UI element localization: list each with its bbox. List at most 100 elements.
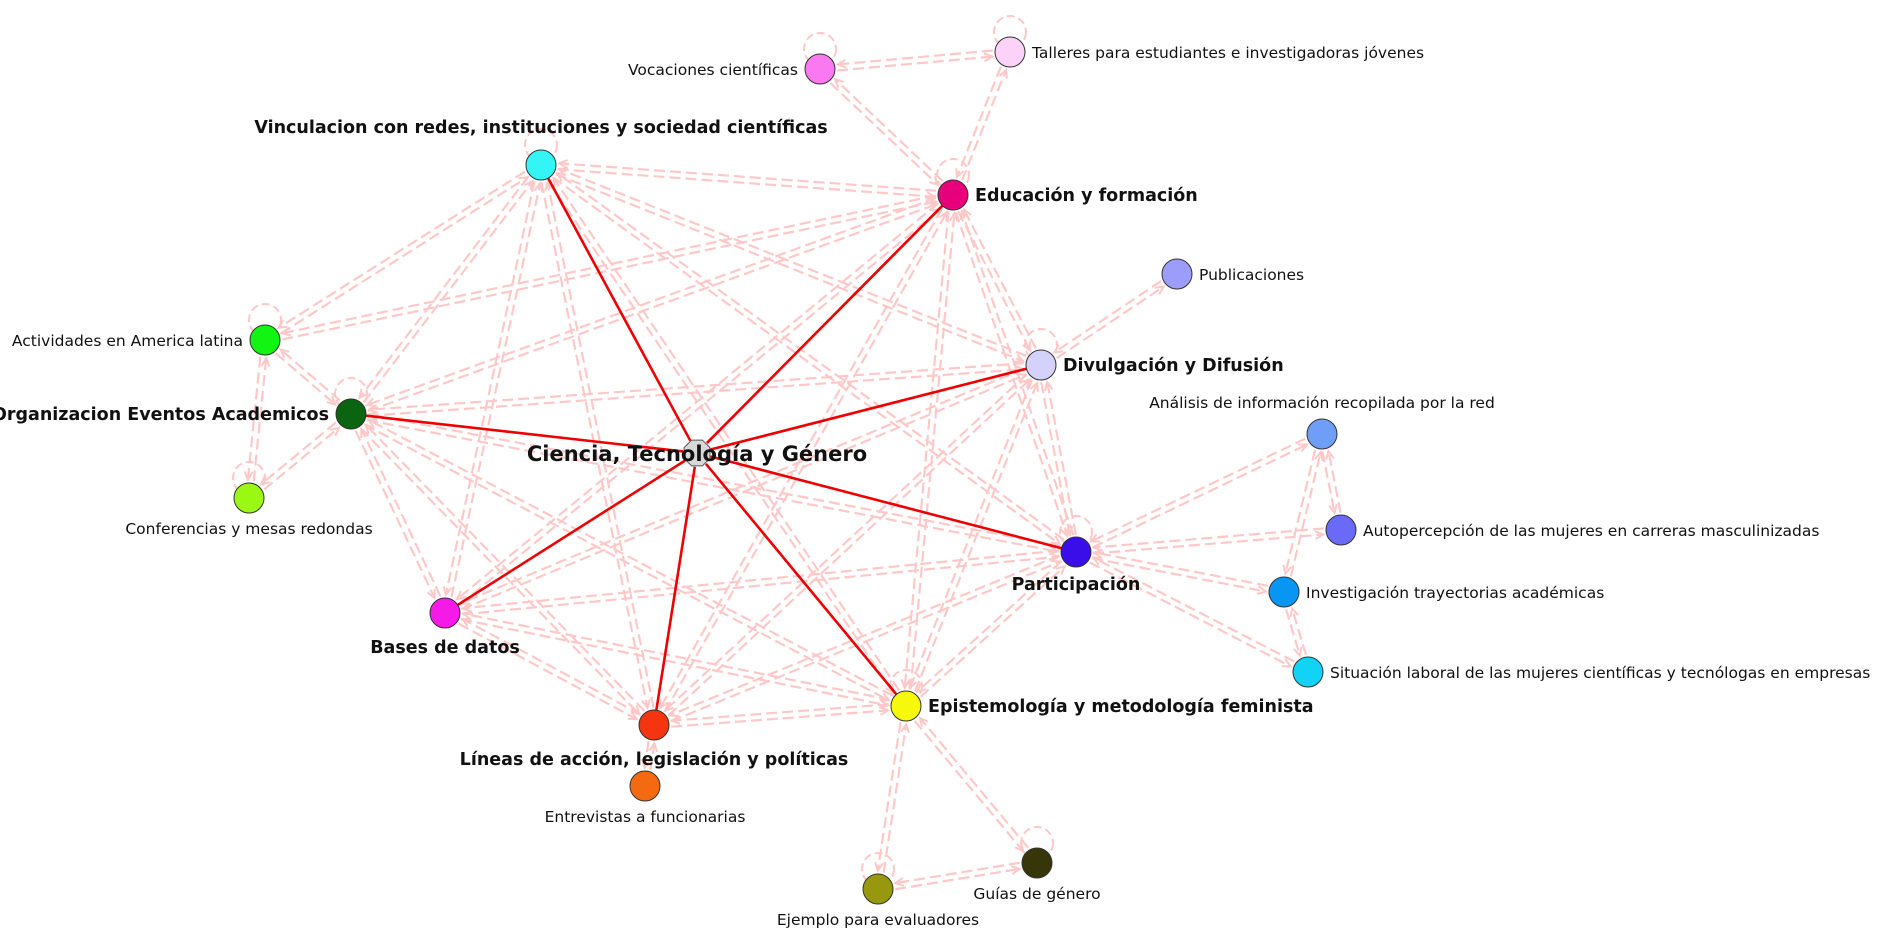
dashed-edge bbox=[1089, 561, 1292, 668]
spoke-edge bbox=[365, 414, 684, 453]
edge-arrowhead bbox=[279, 327, 291, 337]
node-label-conf: Conferencias y mesas redondas bbox=[125, 520, 372, 538]
node-entr[interactable] bbox=[629, 770, 661, 802]
edge-arrowhead bbox=[1088, 533, 1100, 543]
edge-arrowhead bbox=[667, 708, 679, 717]
node-orga[interactable] bbox=[335, 398, 367, 430]
dashed-edge bbox=[275, 352, 337, 406]
node-divu[interactable] bbox=[1025, 349, 1057, 381]
dashed-edge bbox=[670, 560, 1061, 723]
node-label-part: Participación bbox=[1012, 575, 1141, 595]
edge-arrowhead bbox=[1154, 285, 1166, 295]
dashed-edge bbox=[1289, 451, 1322, 577]
dashed-edge bbox=[369, 413, 1061, 547]
dashed-edge bbox=[358, 176, 530, 399]
node-epis[interactable] bbox=[890, 690, 922, 722]
spoke-edge bbox=[704, 462, 898, 696]
node-label-situ: Situación laboral de las mujeres científ… bbox=[1330, 664, 1870, 682]
dashed-edge bbox=[962, 209, 1037, 350]
edge-arrowhead bbox=[1043, 379, 1054, 392]
dashed-edge bbox=[1327, 450, 1342, 513]
edge-arrowhead bbox=[948, 210, 959, 222]
edge-arrowhead bbox=[833, 77, 845, 88]
dashed-edge bbox=[1093, 527, 1324, 549]
dashed-edge bbox=[368, 362, 1024, 411]
dashed-edge bbox=[546, 181, 655, 708]
dashed-edge bbox=[1053, 280, 1162, 354]
node-base[interactable] bbox=[429, 597, 461, 629]
node-layer bbox=[233, 36, 1357, 905]
dashed-edge bbox=[664, 373, 1028, 712]
node-label-ctg: Ciencia, Tecnología y Género bbox=[527, 442, 867, 466]
node-auto[interactable] bbox=[1325, 514, 1357, 546]
edge-arrowhead bbox=[1063, 525, 1074, 538]
dashed-edge bbox=[895, 861, 1020, 885]
edge-arrowhead bbox=[908, 679, 918, 691]
center-node[interactable] bbox=[683, 439, 711, 467]
dashed-edge bbox=[1056, 285, 1165, 359]
edge-arrowhead bbox=[552, 176, 562, 188]
dashed-edge bbox=[450, 182, 542, 598]
node-voca[interactable] bbox=[804, 53, 836, 85]
edge-arrowhead bbox=[669, 715, 681, 725]
dashed-edge bbox=[364, 423, 890, 702]
edge-arrowhead bbox=[1289, 606, 1299, 618]
node-label-ejem: Ejemplo para evaluadores bbox=[777, 911, 979, 929]
edge-arrowhead bbox=[893, 877, 905, 887]
dashed-edge bbox=[876, 722, 902, 871]
node-label-inve: Investigación trayectorias académicas bbox=[1306, 584, 1604, 602]
edge-arrowhead bbox=[1091, 542, 1103, 552]
edge-arrowhead bbox=[1328, 503, 1338, 516]
edge-arrowhead bbox=[460, 602, 472, 613]
node-educ[interactable] bbox=[937, 179, 969, 211]
dashed-edge bbox=[643, 741, 650, 768]
edge-arrowhead bbox=[1091, 549, 1104, 559]
edge-arrowhead bbox=[1029, 380, 1039, 392]
dashed-edge bbox=[366, 196, 937, 407]
edge-arrowhead bbox=[1055, 564, 1067, 576]
dashed-edge bbox=[1290, 608, 1308, 656]
node-line[interactable] bbox=[638, 709, 670, 741]
label-layer: Ciencia, Tecnología y GéneroVinculacion … bbox=[0, 44, 1870, 929]
dashed-edge bbox=[957, 210, 1032, 351]
node-guia[interactable] bbox=[1021, 847, 1053, 879]
edge-arrowhead bbox=[1314, 449, 1324, 462]
dashed-edge bbox=[895, 867, 1020, 891]
node-label-acti: Actividades en America latina bbox=[12, 332, 243, 350]
dashed-edge bbox=[540, 182, 649, 709]
dashed-edge bbox=[462, 555, 1059, 616]
spoke-edge bbox=[456, 459, 686, 607]
edge-arrowhead bbox=[260, 355, 271, 368]
dashed-edge bbox=[961, 69, 1008, 181]
spoke-edge bbox=[655, 466, 697, 711]
node-tall[interactable] bbox=[994, 36, 1026, 68]
edge-arrowhead bbox=[918, 716, 929, 727]
edge-arrowhead bbox=[1050, 535, 1062, 546]
edge-arrowhead bbox=[243, 470, 254, 483]
edge-arrowhead bbox=[278, 347, 290, 359]
node-anal[interactable] bbox=[1306, 418, 1338, 450]
edge-arrowhead bbox=[928, 176, 940, 187]
node-part[interactable] bbox=[1060, 536, 1092, 568]
edge-arrowhead bbox=[326, 395, 338, 407]
dashed-edge bbox=[252, 358, 268, 482]
dashed-edge bbox=[246, 356, 262, 480]
edge-arrowhead bbox=[1010, 865, 1022, 875]
edge-arrowhead bbox=[523, 179, 534, 191]
dashed-edge bbox=[667, 378, 1031, 717]
node-ejem[interactable] bbox=[862, 873, 894, 905]
dashed-edge bbox=[364, 424, 646, 712]
node-label-publ: Publicaciones bbox=[1199, 266, 1304, 284]
dashed-edge bbox=[461, 617, 641, 716]
node-conf[interactable] bbox=[233, 482, 265, 514]
dashed-edge bbox=[1284, 608, 1302, 656]
node-situ[interactable] bbox=[1292, 656, 1324, 688]
node-vinc[interactable] bbox=[525, 149, 557, 181]
node-publ[interactable] bbox=[1161, 258, 1193, 290]
node-label-epis: Epistemología y metodología feminista bbox=[928, 697, 1314, 717]
edge-arrowhead bbox=[983, 52, 995, 63]
node-acti[interactable] bbox=[249, 324, 281, 356]
node-inve[interactable] bbox=[1268, 576, 1300, 608]
edge-arrowhead bbox=[366, 418, 378, 428]
edge-arrowhead bbox=[555, 171, 567, 182]
